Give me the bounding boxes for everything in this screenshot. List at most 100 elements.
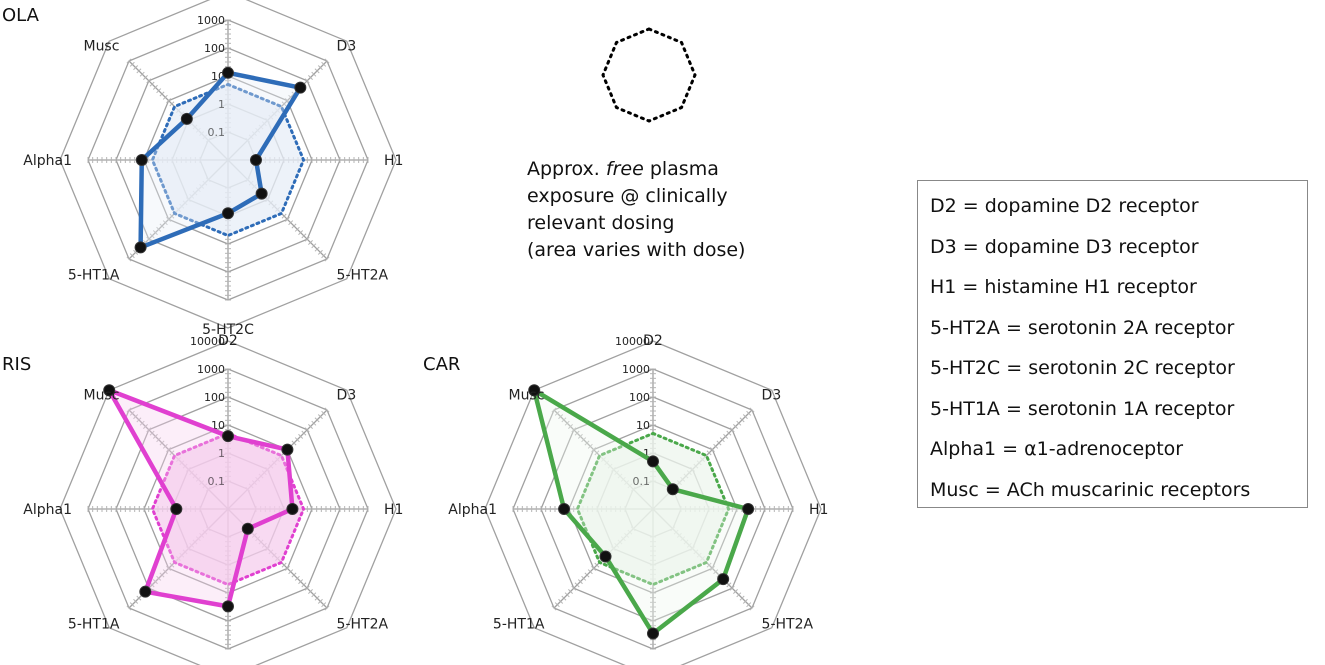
minor-tick <box>162 569 168 575</box>
axis-label: 5-HT1A <box>68 617 120 633</box>
tick-label: 0.1 <box>633 475 651 488</box>
series-line <box>106 387 295 609</box>
tick-label: 1 <box>643 447 650 460</box>
minor-tick <box>156 437 162 443</box>
minor-tick <box>742 598 748 604</box>
data-point-Musc <box>180 112 193 125</box>
data-point-5-HT2A <box>255 187 268 200</box>
minor-tick <box>159 572 165 578</box>
minor-tick <box>166 98 172 104</box>
legend-item: 5-HT1A = serotonin 1A receptor <box>930 397 1235 420</box>
minor-tick <box>146 427 152 433</box>
minor-tick <box>126 58 132 64</box>
minor-tick <box>304 236 310 242</box>
data-point-Alpha1 <box>558 503 571 515</box>
minor-tick <box>314 246 320 252</box>
minor-tick <box>156 575 162 581</box>
minor-tick <box>584 572 590 578</box>
minor-tick <box>304 585 310 591</box>
minor-tick <box>139 71 145 77</box>
chart-title-car: CAR <box>423 354 460 375</box>
exposure-octagon-sample-shape <box>601 27 697 123</box>
minor-tick <box>736 592 742 598</box>
minor-tick <box>584 440 590 446</box>
tick-label: 10 <box>636 419 650 432</box>
minor-tick <box>291 572 297 578</box>
chart-title-ola: OLA <box>2 5 40 26</box>
minor-tick <box>166 216 172 222</box>
minor-tick <box>746 410 752 416</box>
minor-tick <box>321 253 327 259</box>
tick-label: 0.1 <box>208 126 226 139</box>
tick-label: 100 <box>204 42 225 55</box>
minor-tick <box>568 589 573 594</box>
minor-tick <box>143 424 148 429</box>
minor-tick <box>706 562 712 568</box>
axis-label: D3 <box>337 38 357 54</box>
minor-tick <box>311 420 317 426</box>
minor-tick <box>166 447 172 453</box>
minor-tick <box>577 433 583 439</box>
chart-title-ris: RIS <box>2 354 31 375</box>
note-line-2: exposure @ clinically <box>527 185 728 207</box>
minor-tick <box>298 433 304 439</box>
minor-tick <box>311 71 317 77</box>
minor-tick <box>561 417 567 423</box>
data-point-D3 <box>281 443 294 456</box>
minor-tick <box>742 414 748 420</box>
minor-tick <box>133 414 139 420</box>
radar-chart-ola: 0.1110100100010000D2D3H15-HT2A5-HT2C5-HT… <box>23 0 403 338</box>
minor-tick <box>129 253 135 259</box>
minor-tick <box>723 433 729 439</box>
minor-tick <box>739 595 745 601</box>
minor-tick <box>126 256 132 262</box>
minor-tick <box>587 443 593 449</box>
minor-tick <box>152 230 158 236</box>
minor-tick <box>749 407 755 413</box>
data-point-Musc <box>103 384 116 397</box>
tick-label: 100 <box>629 391 650 404</box>
minor-tick <box>301 233 307 239</box>
data-point-H1 <box>286 503 299 515</box>
data-point-5-HT1A <box>134 241 147 254</box>
minor-tick <box>709 565 715 571</box>
exposure-note: Approx. free plasma exposure @ clinicall… <box>527 156 827 264</box>
minor-tick <box>317 414 323 420</box>
tick-label: 1000 <box>197 14 225 27</box>
minor-tick <box>733 589 738 594</box>
data-point-5-HT1A <box>599 550 612 563</box>
minor-tick <box>304 78 310 84</box>
data-point-Alpha1 <box>135 154 148 166</box>
minor-tick <box>166 565 172 571</box>
minor-tick <box>726 582 732 588</box>
radar-chart-ris: 0.1110100100010000D2D3H15-HT2A5-HT2C5-HT… <box>23 333 403 665</box>
note-line-3: relevant dosing <box>527 212 675 234</box>
minor-tick <box>169 450 175 456</box>
minor-tick <box>554 410 560 416</box>
tick-label: 1000 <box>622 363 650 376</box>
minor-tick <box>146 78 152 84</box>
minor-tick <box>281 101 287 107</box>
minor-tick <box>143 75 148 80</box>
note-line-1c: plasma <box>643 158 719 180</box>
axis-label: Alpha1 <box>448 502 497 518</box>
minor-tick <box>133 249 139 255</box>
minor-tick <box>308 424 313 429</box>
minor-tick <box>716 440 722 446</box>
minor-tick <box>568 424 573 429</box>
web-ring <box>59 340 397 665</box>
axis-label: H1 <box>384 502 403 518</box>
tick-label: 1 <box>218 447 225 460</box>
minor-tick <box>288 569 294 575</box>
minor-tick <box>558 414 564 420</box>
data-point-5-HT2C <box>222 207 234 220</box>
data-point-H1 <box>742 503 755 515</box>
axis-label: D2 <box>218 333 238 349</box>
minor-tick <box>288 220 294 226</box>
note-line-4: (area varies with dose) <box>527 239 746 261</box>
axis-label: Alpha1 <box>23 153 72 169</box>
minor-tick <box>571 585 577 591</box>
minor-tick <box>594 562 600 568</box>
tick-label: 10000 <box>190 335 225 348</box>
minor-tick <box>133 598 139 604</box>
